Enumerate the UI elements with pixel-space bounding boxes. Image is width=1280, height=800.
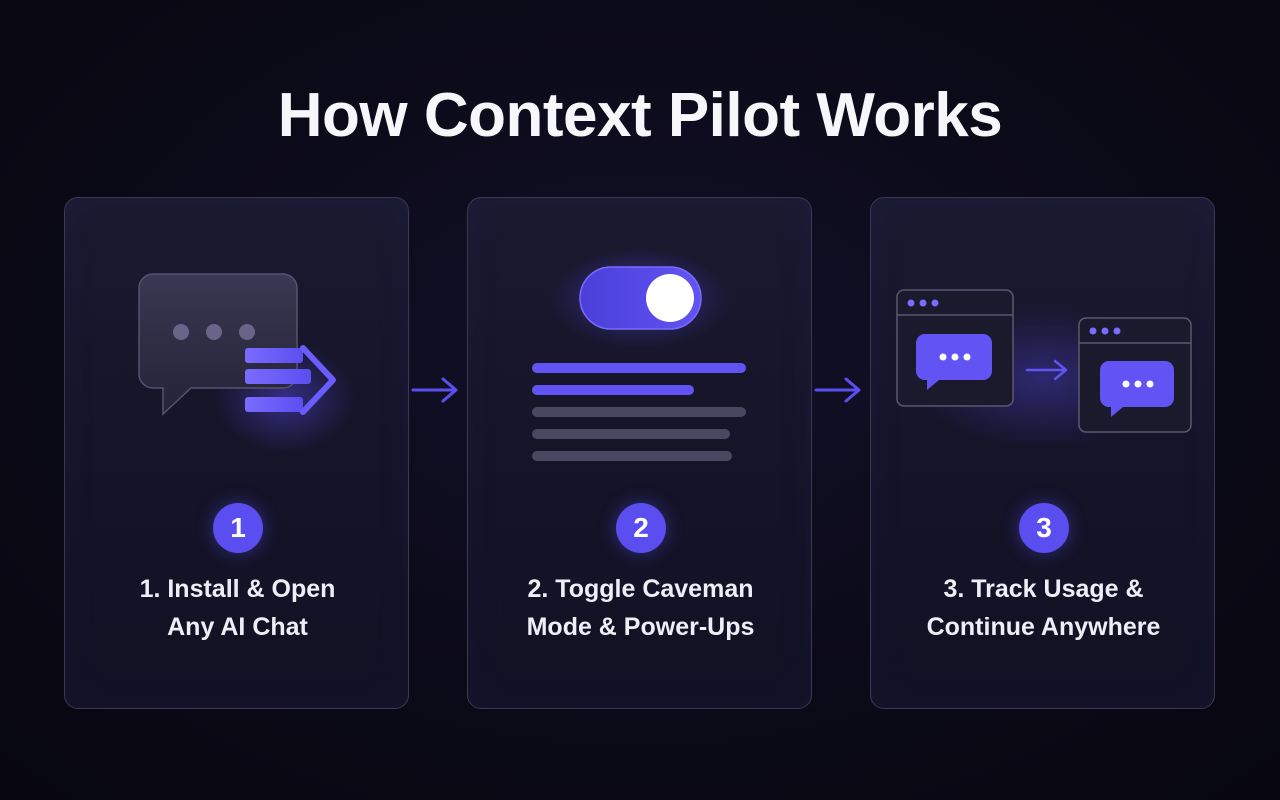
step-number-badge: 3: [1019, 503, 1069, 553]
step-number-badge: 2: [616, 503, 666, 553]
step-label: 2. Toggle Caveman Mode & Power-Ups: [468, 570, 813, 646]
step-label-line: 2. Toggle Caveman: [527, 575, 754, 603]
toggle-switch-icon: [532, 248, 746, 461]
step-card-2: 2 2. Toggle Caveman Mode & Power-Ups: [467, 197, 812, 709]
step-label-line: Any AI Chat: [167, 613, 308, 641]
arrow-right-icon: [411, 377, 458, 403]
page-title: How Context Pilot Works: [277, 81, 1003, 150]
step-label-line: 3. Track Usage &: [943, 575, 1144, 603]
step-label-line: Continue Anywhere: [926, 613, 1161, 641]
step-label-line: 1. Install & Open: [139, 575, 336, 603]
step-number-badge: 1: [213, 503, 263, 553]
step-label: 1. Install & Open Any AI Chat: [65, 570, 410, 646]
step-card-3: 3 3. Track Usage & Continue Anywhere: [870, 197, 1215, 709]
arrow-right-icon: [814, 377, 861, 403]
chat-windows-transfer-icon: [896, 289, 1192, 448]
chat-bubble-forward-icon: [138, 273, 355, 453]
step-label: 3. Track Usage & Continue Anywhere: [871, 570, 1216, 646]
step-label-line: Mode & Power-Ups: [526, 613, 755, 641]
step-card-1: 1 1. Install & Open Any AI Chat: [64, 197, 409, 709]
